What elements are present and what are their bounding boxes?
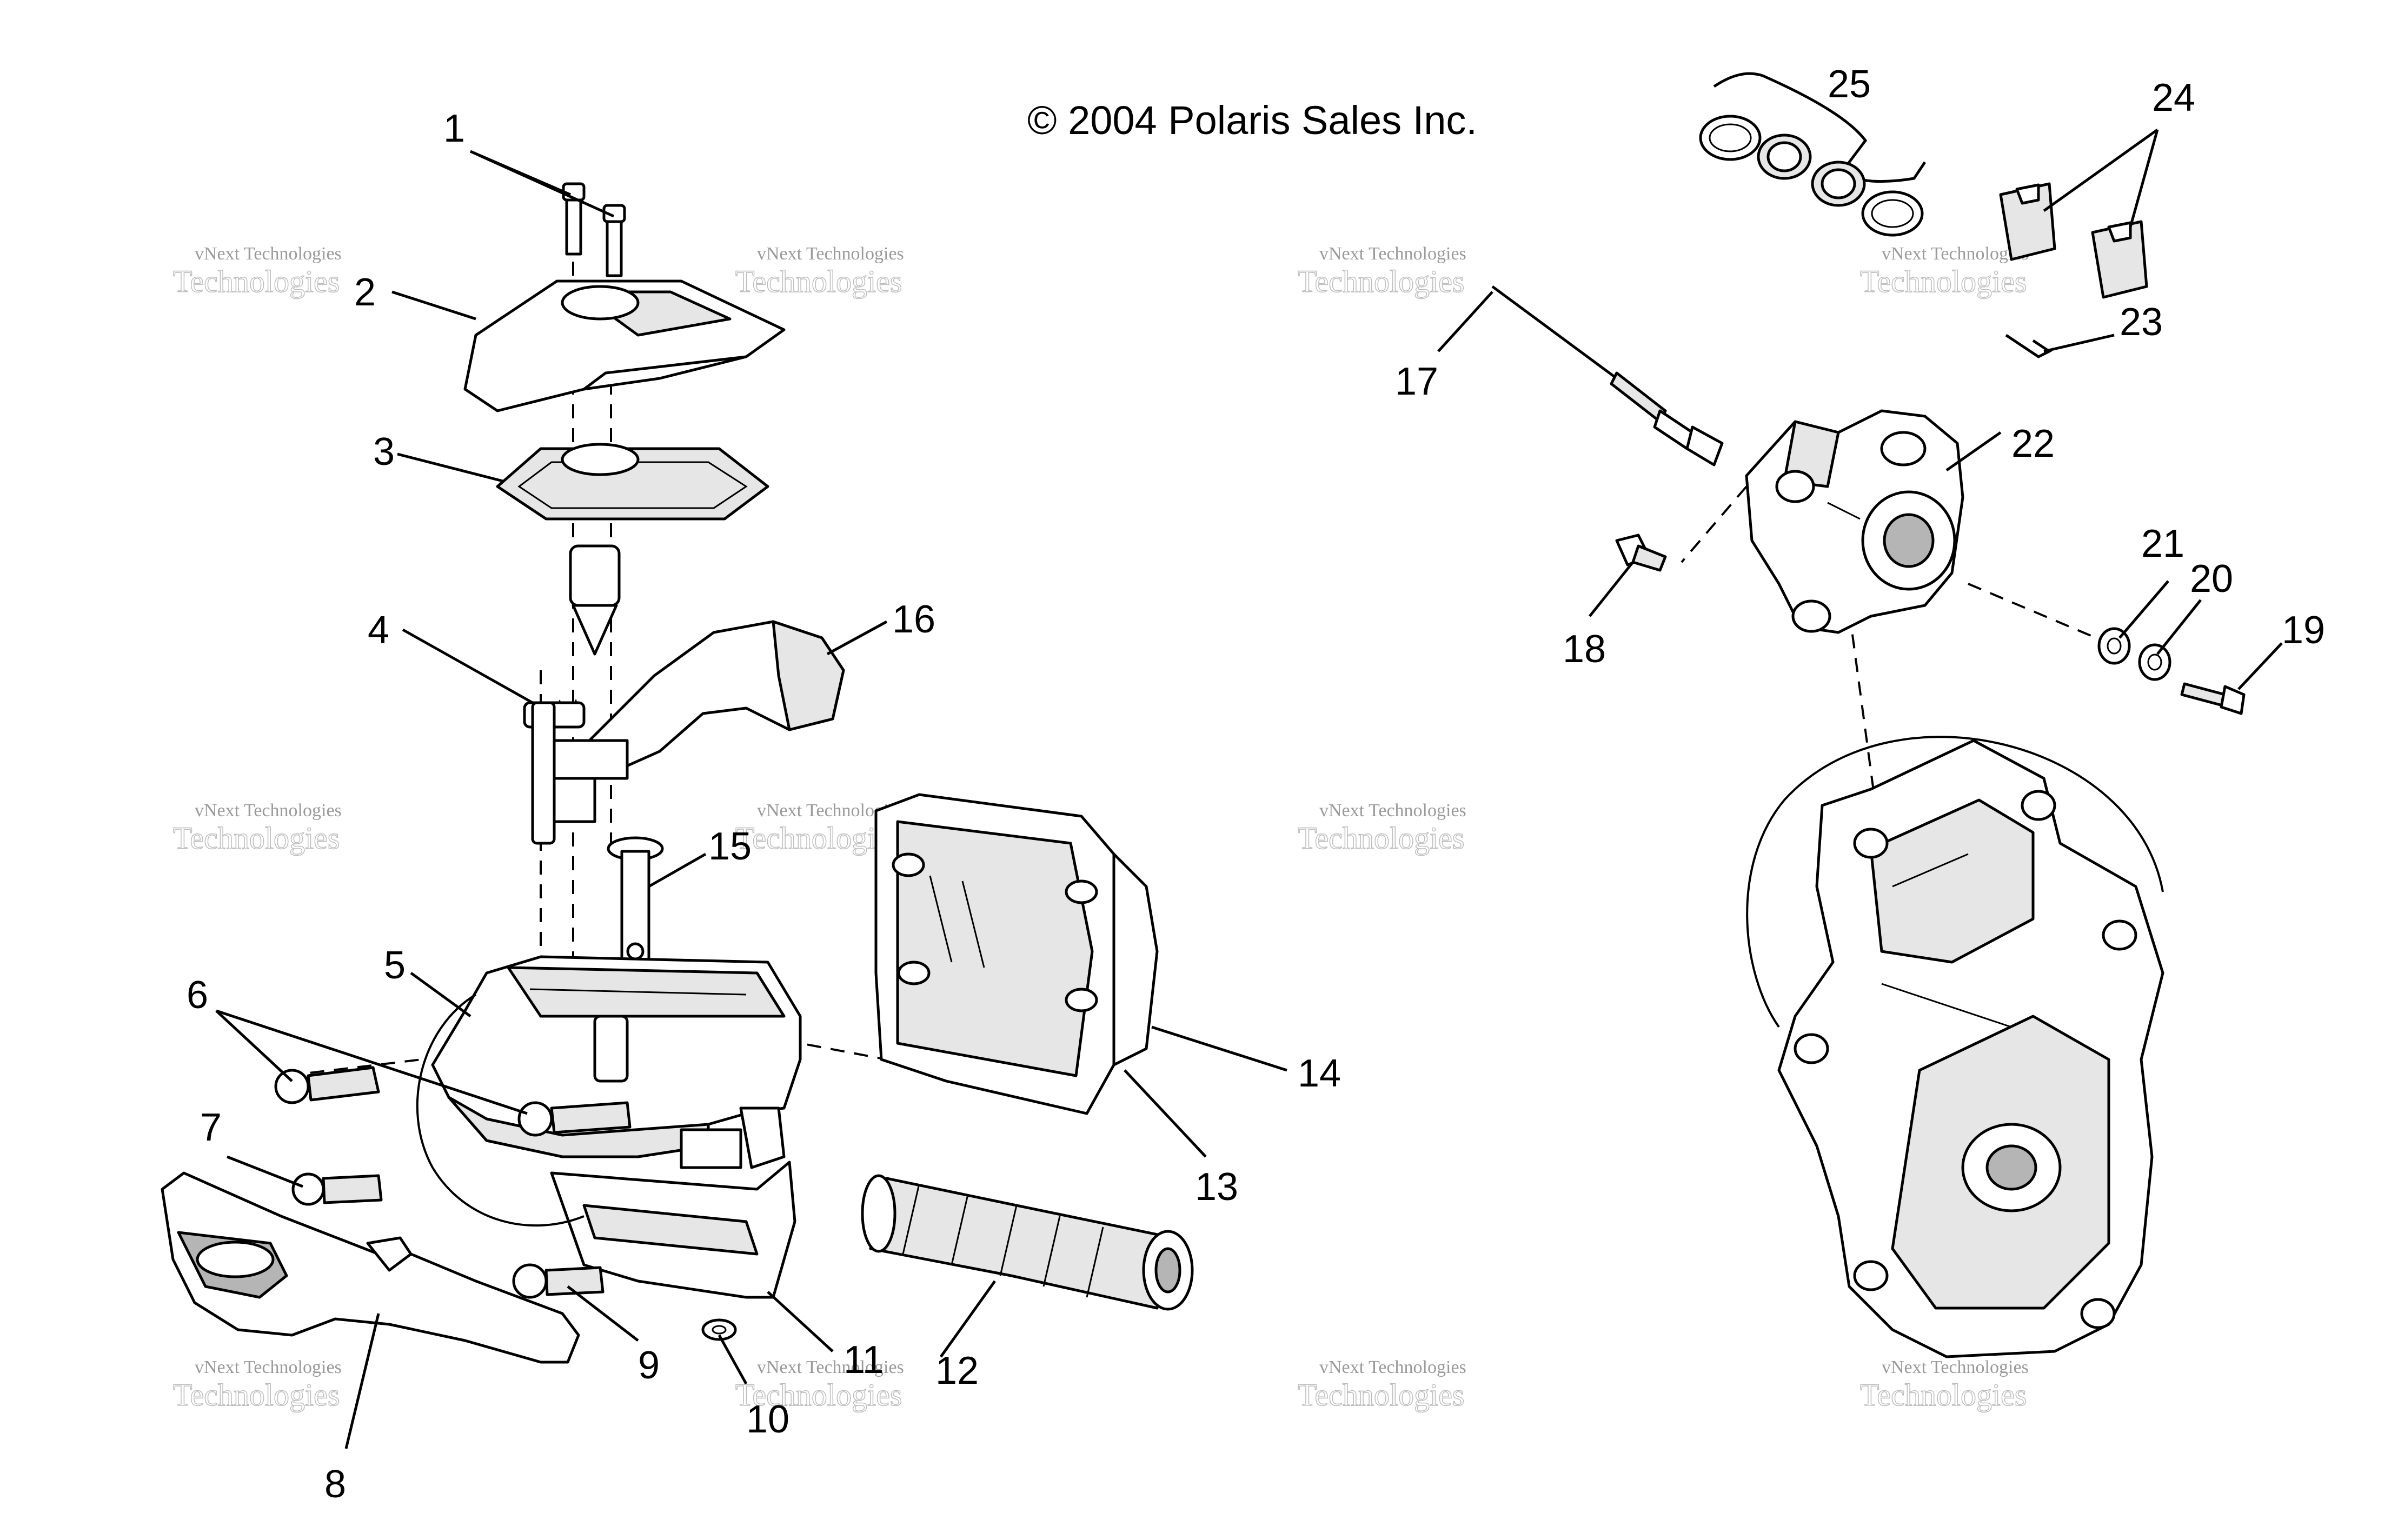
svg-text:vNext Technologies: vNext Technologies <box>195 244 342 264</box>
callout-3: 3 <box>373 430 395 474</box>
part-8-hand-lever <box>161 1171 580 1364</box>
part-pivot-pin <box>531 701 556 845</box>
watermark: vNext Technologies Technologies <box>1297 244 1466 299</box>
svg-text:Technologies: Technologies <box>1298 264 1464 299</box>
part-5-master-cylinder-body <box>431 955 802 1169</box>
part-14-seal <box>1112 852 1159 1066</box>
svg-text:Technologies: Technologies <box>1298 1377 1464 1412</box>
callout-10: 10 <box>746 1398 789 1441</box>
svg-text:vNext Technologies: vNext Technologies <box>195 1357 342 1377</box>
callout-15: 15 <box>708 825 752 868</box>
part-19-bolt <box>2180 682 2246 715</box>
part-24-brake-pads <box>1999 182 2148 299</box>
part-15-cam-pin <box>607 836 664 961</box>
svg-text:Technologies: Technologies <box>1298 821 1464 856</box>
part-2-reservoir-cover <box>463 279 786 412</box>
watermark: vNext Technologies Technologies <box>735 244 904 299</box>
part-20-washer <box>2138 643 2171 681</box>
watermark: vNext Technologies Technologies <box>172 801 342 856</box>
svg-text:vNext Technologies: vNext Technologies <box>757 244 904 264</box>
watermark: vNext Technologies Technologies <box>172 244 342 299</box>
svg-text:vNext Technologies: vNext Technologies <box>1882 1357 2029 1377</box>
callout-12: 12 <box>935 1349 979 1392</box>
callout-16: 16 <box>892 598 935 641</box>
watermark: vNext Technologies Technologies <box>1297 801 1466 856</box>
watermark: vNext Technologies Technologies <box>735 1357 904 1413</box>
part-10-washer <box>701 1318 737 1341</box>
svg-text:vNext Technologies: vNext Technologies <box>1319 1357 1466 1377</box>
callout-6: 6 <box>187 974 208 1017</box>
svg-text:Technologies: Technologies <box>173 264 340 299</box>
callout-numbers: 1 2 3 4 5 6 7 8 9 10 11 12 13 14 15 16 1… <box>187 63 2325 1506</box>
callout-5: 5 <box>384 944 406 987</box>
guard-outline <box>416 994 585 1227</box>
callout-19: 19 <box>2282 609 2325 652</box>
part-12-grip-sleeve <box>861 1174 1194 1311</box>
callout-23: 23 <box>2120 301 2163 344</box>
callout-25: 25 <box>1828 63 1871 106</box>
part-23-pad-clip <box>2005 334 2052 358</box>
callout-14: 14 <box>1298 1052 1341 1095</box>
part-7-screw <box>291 1172 383 1206</box>
part-1-screws <box>562 182 626 277</box>
chaincase-assembly <box>1746 736 2164 1358</box>
svg-text:Technologies: Technologies <box>173 1377 340 1412</box>
part-25-bracket <box>1713 72 1927 183</box>
part-9-screw <box>512 1263 605 1299</box>
callout-17: 17 <box>1395 360 1438 403</box>
part-3-diaphragm <box>496 443 769 521</box>
callout-8: 8 <box>324 1463 346 1506</box>
watermark: vNext Technologies Technologies <box>1297 1357 1466 1413</box>
watermark: vNext Technologies Technologies <box>172 1357 342 1413</box>
part-17-brake-line <box>1491 285 1724 466</box>
callout-2: 2 <box>354 271 376 314</box>
callout-24: 24 <box>2152 76 2195 119</box>
callout-21: 21 <box>2141 522 2184 565</box>
callout-22: 22 <box>2011 422 2055 465</box>
part-6-screws <box>274 1066 632 1137</box>
watermark: vNext Technologies Technologies <box>1859 1357 2029 1413</box>
callout-13: 13 <box>1195 1165 1238 1209</box>
svg-text:vNext Technologies: vNext Technologies <box>1319 801 1466 821</box>
part-18-bleeder <box>1615 534 1667 572</box>
svg-text:Technologies: Technologies <box>735 1377 902 1412</box>
callout-4: 4 <box>368 609 389 652</box>
svg-text:Technologies: Technologies <box>735 264 902 299</box>
copyright-notice: © 2004 Polaris Sales Inc. <box>1027 98 1477 143</box>
part-float <box>569 544 621 656</box>
callout-20: 20 <box>2190 557 2233 601</box>
svg-text:Technologies: Technologies <box>1860 264 2027 299</box>
svg-text:vNext Technologies: vNext Technologies <box>195 801 342 821</box>
callout-9: 9 <box>638 1344 660 1387</box>
svg-text:vNext Technologies: vNext Technologies <box>1319 244 1466 264</box>
watermark: vNext Technologies Technologies <box>1859 244 2029 299</box>
leader-lines <box>215 128 2283 1449</box>
callout-18: 18 <box>1563 628 1606 671</box>
callout-11: 11 <box>844 1338 884 1382</box>
callout-1: 1 <box>443 107 465 150</box>
part-13-cover-plate <box>874 793 1132 1115</box>
svg-text:Technologies: Technologies <box>1860 1377 2027 1412</box>
part-25-piston-seals <box>1699 115 1924 237</box>
svg-text:vNext Technologies: vNext Technologies <box>757 1357 904 1377</box>
svg-text:Technologies: Technologies <box>173 821 340 856</box>
part-22-caliper <box>1745 409 1964 634</box>
svg-text:vNext Technologies: vNext Technologies <box>1882 244 2029 264</box>
callout-7: 7 <box>200 1106 222 1149</box>
